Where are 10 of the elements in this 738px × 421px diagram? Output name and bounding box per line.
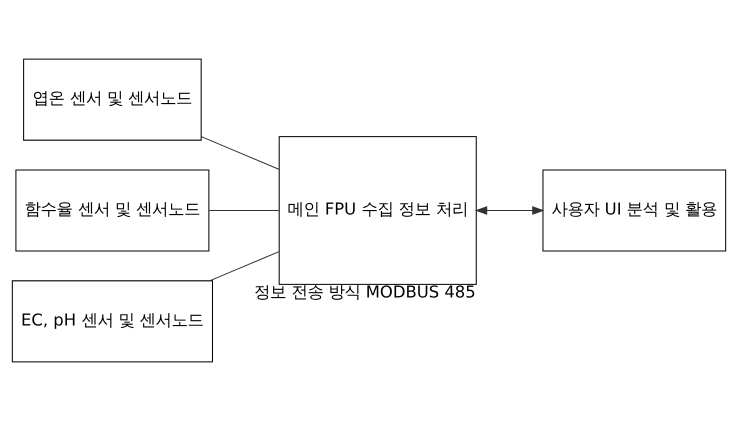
connector [201, 136, 279, 170]
node-box: 메인 FPU 수집 정보 처리 [278, 136, 477, 285]
node-box: EC, pH 센서 및 센서노드 [12, 280, 213, 362]
arrow [474, 206, 545, 215]
node-label: 정보 전송 방식 MODBUS 485 [254, 282, 476, 302]
node-box: 함수율 센서 및 센서노드 [15, 169, 210, 252]
node-box: 엽온 센서 및 센서노드 [23, 58, 202, 141]
connector [210, 251, 280, 282]
connector [209, 210, 279, 212]
node-box: 사용자 UI 분석 및 활용 [542, 169, 726, 252]
